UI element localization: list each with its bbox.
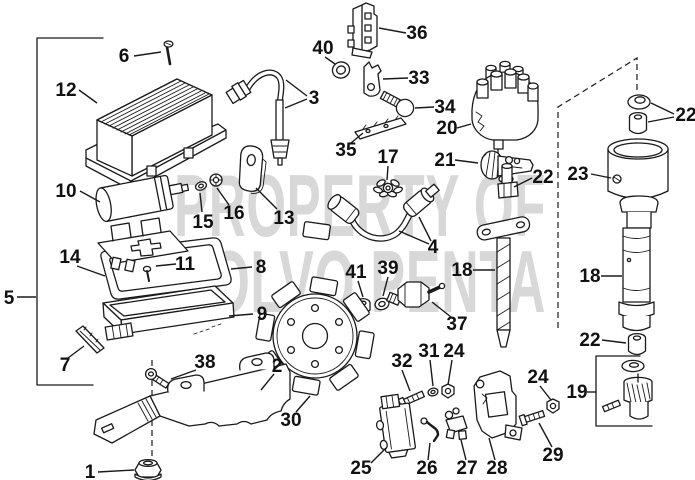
part-39-grommet <box>374 297 390 311</box>
callout-17: 17 <box>377 147 398 168</box>
part-28-bracket <box>473 370 523 441</box>
callout-9: 9 <box>257 304 268 325</box>
part-40-seal-ring <box>331 61 351 79</box>
callout-18-right: 18 <box>579 266 600 287</box>
callout-22-mid: 22 <box>532 167 553 188</box>
callout-8: 8 <box>256 257 267 278</box>
callout-21: 21 <box>434 150 456 171</box>
part-26-clip <box>420 417 440 443</box>
callout-27: 27 <box>456 458 477 479</box>
part-5-group-bracket <box>36 37 104 386</box>
part-34-ball-stud <box>379 90 415 118</box>
leader-lines <box>17 27 675 473</box>
callout-12: 12 <box>55 80 76 101</box>
callout-22-top: 22 <box>675 105 695 126</box>
callout-18-left: 18 <box>451 260 472 281</box>
part-33-bracket-plate <box>363 61 382 97</box>
part-18-shaft-assembled <box>618 227 655 332</box>
callout-15: 15 <box>192 212 214 233</box>
callout-1: 1 <box>85 462 96 480</box>
callout-14: 14 <box>59 247 81 268</box>
callout-11: 11 <box>175 254 196 275</box>
callout-26: 26 <box>416 458 437 479</box>
callout-2: 2 <box>272 356 283 377</box>
callout-28: 28 <box>486 458 507 479</box>
part-12-amplifier-box <box>85 78 227 191</box>
callout-40: 40 <box>312 38 333 59</box>
callout-34: 34 <box>434 97 456 118</box>
dashed-separator-line <box>557 56 638 328</box>
callout-29: 29 <box>542 445 563 466</box>
part-13-cover <box>238 145 267 194</box>
part-17-star-washer <box>373 179 403 198</box>
callout-3: 3 <box>309 88 320 109</box>
part-4-spark-plug-wire <box>327 183 440 242</box>
callout-19: 19 <box>566 382 587 403</box>
part-14-mount-plate <box>97 217 189 273</box>
callout-5: 5 <box>4 288 15 309</box>
callout-24-right: 24 <box>527 367 549 388</box>
part-11-screw <box>142 265 152 282</box>
part-27-lever <box>444 407 468 440</box>
part-36-terminal-block <box>347 2 378 59</box>
callout-31: 31 <box>418 341 440 362</box>
callout-labels: 6 12 10 15 16 13 3 40 36 33 34 35 17 20 … <box>4 23 695 480</box>
callout-6: 6 <box>119 46 130 67</box>
part-15-washer <box>194 181 208 191</box>
part-30-trigger-wheel <box>255 221 375 396</box>
callout-35: 35 <box>335 140 357 161</box>
part-24-nut-mid <box>441 383 455 399</box>
part-18-distributor-shaft <box>476 162 531 348</box>
part-29-stud <box>518 410 546 427</box>
callout-23: 23 <box>567 164 588 185</box>
callout-13: 13 <box>273 208 294 229</box>
callout-38: 38 <box>194 352 215 373</box>
part-31-washer <box>427 387 439 397</box>
part-19-gear-kit <box>595 355 653 427</box>
part-22-washer-spacer <box>627 94 651 135</box>
part-2-mounting-bracket <box>93 352 291 444</box>
part-25-module <box>375 393 416 459</box>
callout-39: 39 <box>377 258 398 279</box>
callout-16: 16 <box>223 203 244 224</box>
part-23-distributor-cup <box>607 138 669 229</box>
part-22-spacer-lower <box>627 332 647 356</box>
callout-25: 25 <box>350 458 372 479</box>
callout-10: 10 <box>55 181 76 202</box>
part-38-bolt <box>144 367 170 389</box>
callout-33: 33 <box>408 68 429 89</box>
part-16-nut <box>209 173 223 187</box>
part-7-clip-strip <box>75 325 105 354</box>
part-9-control-unit <box>102 285 235 341</box>
part-24-nut-right <box>546 398 560 414</box>
callout-30: 30 <box>280 410 301 431</box>
callout-41: 41 <box>345 262 367 283</box>
callout-22-lower: 22 <box>579 330 600 351</box>
part-6-screw <box>163 40 174 66</box>
assembly-axis-lines <box>151 56 638 458</box>
part-37-sensor <box>386 281 446 308</box>
callout-24-mid: 24 <box>443 341 465 362</box>
callout-37: 37 <box>446 314 467 335</box>
part-10-ignition-coil <box>95 174 190 223</box>
part-20-distributor-cap <box>471 60 539 155</box>
part-3-coil-wire <box>225 69 290 166</box>
part-1-nut <box>134 458 162 480</box>
callout-32: 32 <box>391 351 412 372</box>
callout-20: 20 <box>436 118 457 139</box>
callout-36: 36 <box>406 23 427 44</box>
callout-7: 7 <box>60 355 71 376</box>
callout-4: 4 <box>428 237 439 258</box>
